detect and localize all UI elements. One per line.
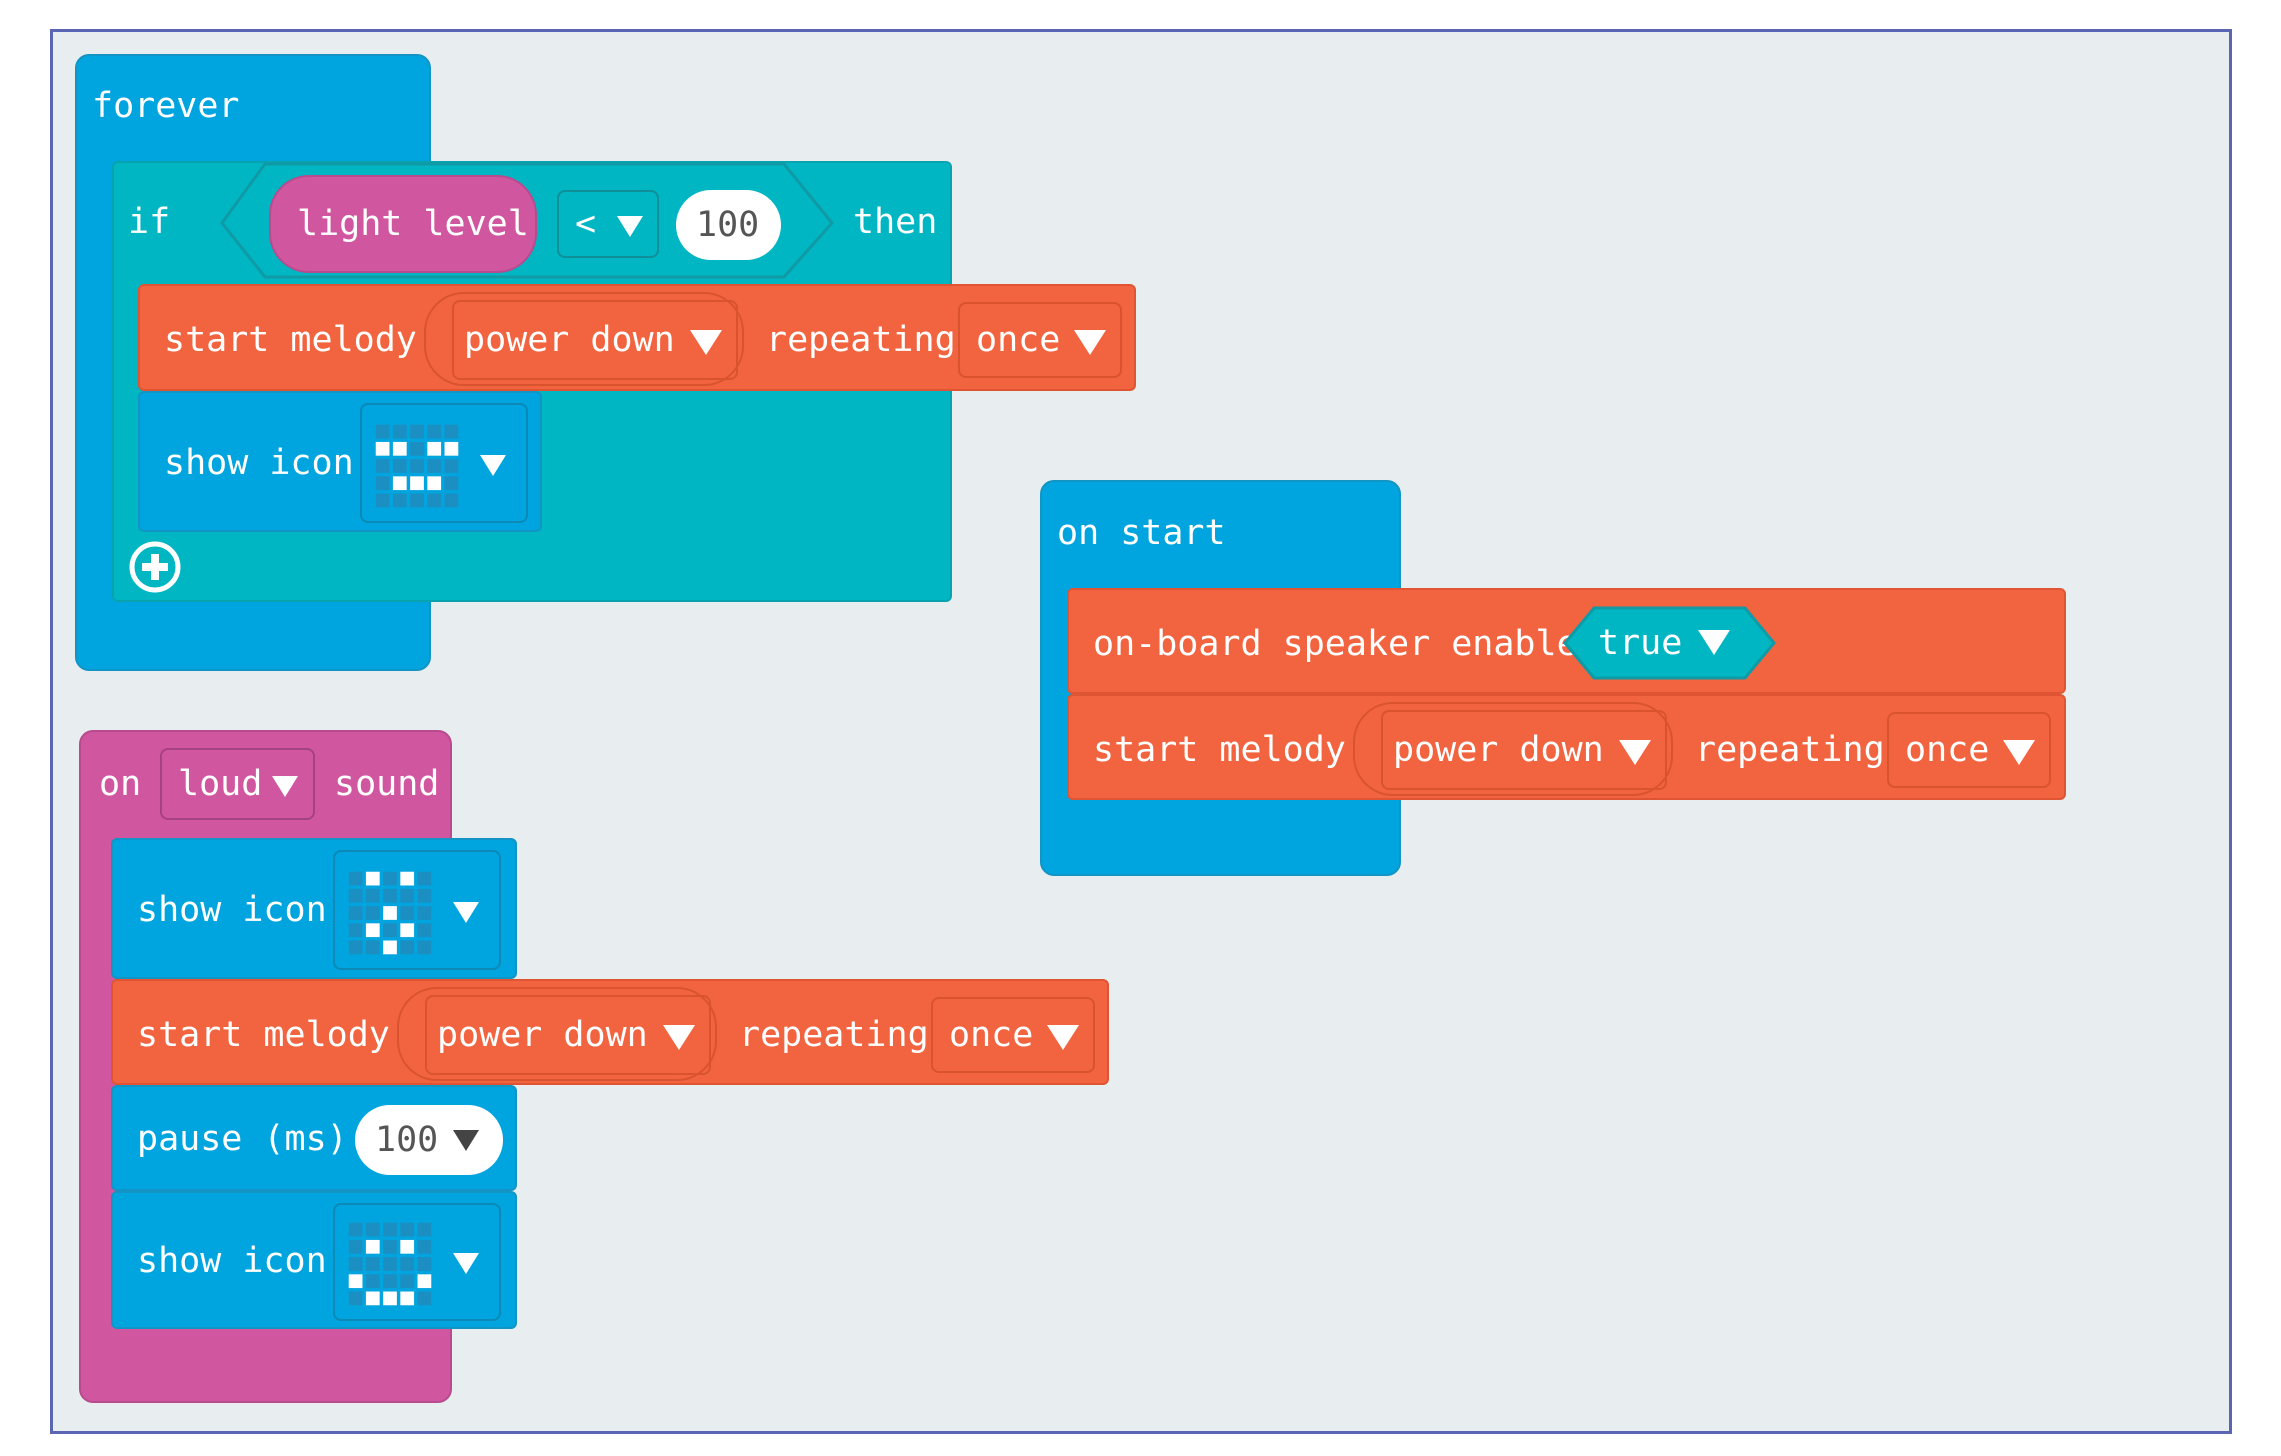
show-icon-label: show icon [164, 443, 354, 483]
triangle-down-icon [480, 455, 506, 476]
show-icon-block-2[interactable]: show icon [111, 838, 517, 979]
melody-sound-slot [1353, 702, 1673, 796]
show-icon-label: show icon [137, 890, 327, 930]
melody-sound-value: power down [1393, 730, 1604, 770]
start-melody-label: start melody [1093, 730, 1346, 770]
repeat-dropdown[interactable]: once [931, 997, 1095, 1073]
if-label: if [128, 202, 171, 242]
triangle-down-icon [663, 1025, 695, 1050]
operator-value: < [575, 204, 597, 244]
melody-sound-slot [397, 987, 717, 1081]
condition-number-input[interactable]: 100 [676, 190, 781, 260]
melody-sound-value: power down [437, 1015, 648, 1055]
triangle-down-icon [453, 1253, 479, 1274]
happy-face-icon [348, 1222, 432, 1306]
icon-dropdown[interactable] [333, 1203, 501, 1321]
show-icon-block-3[interactable]: show icon [111, 1191, 517, 1329]
speaker-enable-label: on-board speaker enable [1093, 624, 1578, 664]
melody-sound-value: power down [464, 320, 675, 360]
start-melody-block-3[interactable]: start melody power down repeating once [111, 979, 1109, 1085]
triangle-down-icon [1047, 1025, 1079, 1050]
light-level-label: light level [297, 204, 529, 244]
repeating-label: repeating [766, 320, 956, 360]
melody-sound-dropdown[interactable]: power down [452, 300, 738, 380]
pause-label: pause (ms) [137, 1119, 348, 1159]
show-icon-block-1[interactable]: show icon [138, 391, 542, 532]
sound-event-value: loud [178, 764, 263, 804]
icon-dropdown[interactable] [333, 850, 501, 970]
triangle-down-icon [1074, 330, 1106, 355]
then-label: then [853, 202, 938, 242]
sound-event-dropdown[interactable]: loud [160, 748, 315, 820]
happy-face-icon [375, 424, 459, 508]
speaker-enable-block[interactable]: on-board speaker enable [1067, 588, 2066, 694]
start-melody-block-2[interactable]: start melody power down repeating once [1067, 694, 2066, 800]
triangle-down-icon [453, 902, 479, 923]
pause-block[interactable]: pause (ms) 100 [111, 1085, 517, 1191]
repeat-dropdown[interactable]: once [1887, 712, 2051, 788]
repeat-dropdown[interactable]: once [958, 302, 1122, 378]
boolean-value: true [1598, 623, 1683, 663]
triangle-down-icon [617, 216, 643, 237]
melody-sound-dropdown[interactable]: power down [425, 995, 711, 1075]
triangle-down-icon [1619, 740, 1651, 765]
triangle-down-icon [453, 1130, 479, 1151]
repeat-value: once [1905, 730, 1990, 770]
pause-duration-input[interactable]: 100 [355, 1105, 503, 1175]
show-icon-label: show icon [137, 1241, 327, 1281]
start-melody-block-1[interactable]: start melody power down repeating once [138, 284, 1136, 391]
icon-dropdown[interactable] [360, 403, 528, 523]
start-melody-label: start melody [164, 320, 417, 360]
triangle-down-icon [272, 776, 298, 797]
plus-circle-icon[interactable] [128, 540, 182, 594]
repeating-label: repeating [1695, 730, 1885, 770]
triangle-down-icon [2003, 740, 2035, 765]
start-melody-label: start melody [137, 1015, 390, 1055]
melody-sound-slot [424, 292, 744, 386]
operator-dropdown[interactable]: < [557, 190, 659, 258]
sound-label: sound [334, 764, 440, 804]
on-start-label: on start [1057, 513, 1226, 553]
repeating-label: repeating [739, 1015, 929, 1055]
forever-label: forever [92, 86, 240, 126]
repeat-value: once [976, 320, 1061, 360]
pause-duration-value: 100 [375, 1120, 439, 1160]
repeat-value: once [949, 1015, 1034, 1055]
on-label: on [99, 764, 142, 804]
melody-sound-dropdown[interactable]: power down [1381, 710, 1667, 790]
surprised-face-icon [348, 871, 432, 955]
triangle-down-icon [690, 330, 722, 355]
condition-number-value: 100 [696, 205, 760, 245]
light-level-reporter[interactable]: light level [269, 175, 537, 273]
